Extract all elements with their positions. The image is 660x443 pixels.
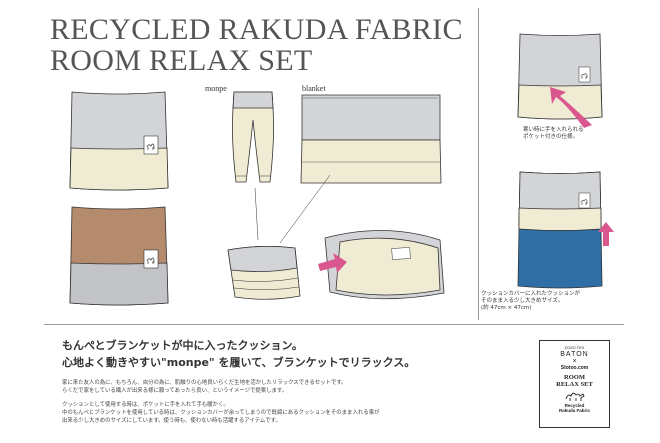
side-note-size: クッションカバーに入れたクッションが そのまま入る少し大きめサイズ。 (約 47…: [481, 291, 581, 311]
pocket-arrow-icon: [318, 253, 347, 273]
horizontal-divider: [44, 324, 624, 325]
up-arrow-icon: [598, 222, 614, 246]
title-line-2: ROOM RELAX SET: [50, 44, 313, 77]
stamp-cross: ×: [572, 358, 577, 365]
brand-stamp: ZOZO TEX BATON × Stotoo.com ROOM RELAX S…: [539, 340, 610, 428]
blanket-illustration: [300, 94, 442, 184]
cushion-side-pocket: [517, 33, 603, 128]
monpe-illustration: [232, 91, 274, 183]
cushion-grey-cream: [69, 91, 169, 191]
side-note-pocket: 寒い時に手を入れられる ポケット付きの仕様。: [523, 127, 584, 140]
cushion-brown-grey: [69, 206, 169, 306]
headline-line-2: 心地よく動きやすい"monpe" を履いて、ブランケットでリラックス。: [62, 356, 416, 369]
cushion-pocket-illustration: [318, 230, 445, 300]
camel-stamp-icon: [565, 392, 585, 401]
camel-tag-icon: [143, 249, 159, 269]
camel-tag-icon: [578, 66, 591, 83]
pocket-arrow-icon: [550, 87, 592, 128]
connector-line: [279, 174, 331, 244]
stamp-footer: Recycled Rakuda Fabric: [558, 403, 590, 413]
headline-line-1: もんぺとブランケットが中に入ったクッション。: [62, 339, 303, 352]
stamp-brand: BATON: [560, 351, 589, 358]
connector-line: [254, 187, 259, 241]
page-title: RECYCLED RAKUDA FABRIC ROOM RELAX SET: [50, 14, 463, 76]
camel-tag-icon: [578, 192, 591, 209]
title-line-1: RECYCLED RAKUDA FABRIC: [50, 13, 463, 46]
body-paragraph-2: クッションとして使用する時は、ポケットに手を入れて手も暖かく。 中のもんぺとブラ…: [62, 402, 380, 424]
vertical-divider: [478, 8, 479, 320]
headline: もんぺとブランケットが中に入ったクッション。 心地よく動きやすい"monpe" …: [62, 337, 415, 371]
folded-set-illustration: [227, 246, 301, 300]
stamp-partner: Stotoo.com: [560, 365, 589, 371]
camel-tag-icon: [143, 135, 159, 155]
blanket-label: blanket: [302, 84, 326, 93]
stamp-product-name: ROOM RELAX SET: [556, 374, 593, 388]
cushion-side-cover: [517, 171, 614, 289]
monpe-label: monpe: [205, 84, 227, 93]
body-paragraph-1: 家に来た友人の為に、もちろん、自分の為に、肌触りの心地良いらくだ生地を活かしたリ…: [62, 380, 347, 394]
stamp-small-text: ZOZO TEX: [564, 345, 585, 350]
